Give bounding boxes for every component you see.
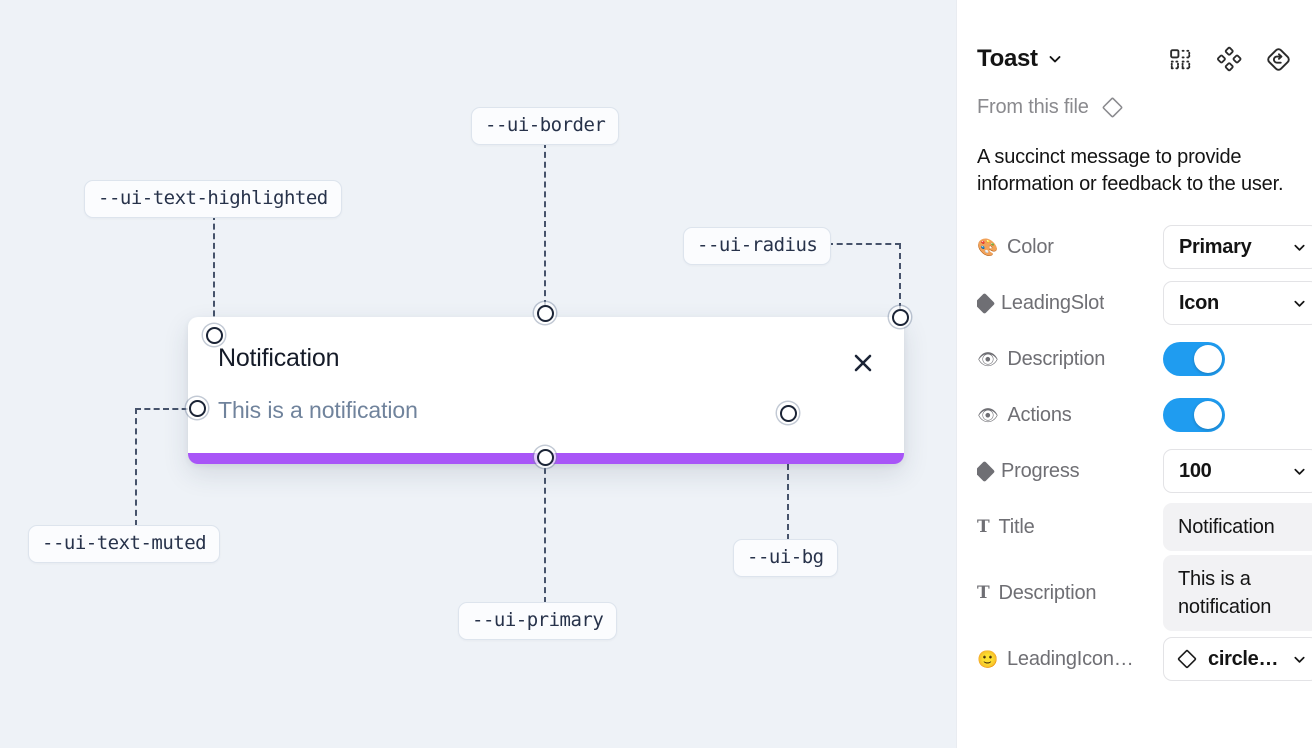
properties-panel: Toast bbox=[956, 0, 1312, 748]
leadingslot-select[interactable]: Icon bbox=[1163, 281, 1312, 326]
property-name: Actions bbox=[1007, 403, 1072, 426]
reset-rotate-icon[interactable] bbox=[1265, 46, 1292, 73]
toast-description: This is a notification bbox=[218, 397, 418, 423]
property-list: 🎨 Color Primary Le bbox=[977, 219, 1312, 687]
close-x-icon[interactable] bbox=[850, 350, 876, 376]
property-row-progress: Progress 100 bbox=[977, 443, 1312, 499]
smiley-emoji-icon: 🙂 bbox=[977, 649, 998, 669]
leadingslot-select-value: Icon bbox=[1179, 291, 1219, 314]
diamond-outline-icon bbox=[1100, 95, 1125, 120]
token-label-radius[interactable]: --ui-radius bbox=[683, 227, 832, 265]
anchor-text-highlighted[interactable] bbox=[203, 324, 225, 346]
property-row-description-toggle: 👁 Description bbox=[977, 331, 1292, 387]
color-select[interactable]: Primary bbox=[1163, 225, 1312, 270]
leadingicon-select-value: circle… bbox=[1208, 647, 1279, 670]
palette-emoji-icon: 🎨 bbox=[977, 237, 998, 257]
design-canvas[interactable]: Notification This is a notification --ui… bbox=[0, 0, 956, 748]
from-this-file-label: From this file bbox=[977, 95, 1089, 118]
chevron-down-icon bbox=[1292, 464, 1307, 479]
toast-preview-card[interactable]: Notification This is a notification bbox=[188, 317, 904, 464]
property-name: Description bbox=[1007, 347, 1106, 370]
property-row-leadingicon: 🙂 LeadingIcon… circle… bbox=[977, 631, 1312, 687]
anchor-bg[interactable] bbox=[777, 402, 799, 424]
from-this-file-row[interactable]: From this file bbox=[977, 92, 1292, 122]
property-row-color: 🎨 Color Primary bbox=[977, 219, 1312, 275]
chevron-down-icon bbox=[1292, 240, 1307, 255]
property-label-actions: 👁 Actions bbox=[977, 404, 1163, 427]
property-label-progress: Progress bbox=[977, 460, 1163, 483]
toast-title: Notification bbox=[218, 344, 340, 372]
anchor-primary[interactable] bbox=[534, 446, 556, 468]
property-row-actions-toggle: 👁 Actions bbox=[977, 387, 1292, 443]
actions-toggle[interactable] bbox=[1163, 398, 1225, 433]
progress-select-value: 100 bbox=[1179, 459, 1212, 482]
chevron-down-icon bbox=[1292, 652, 1307, 667]
component-grid-icon[interactable] bbox=[1168, 47, 1193, 72]
property-label-leadingicon: 🙂 LeadingIcon… bbox=[977, 648, 1163, 671]
chevron-down-icon[interactable] bbox=[1047, 51, 1063, 67]
leadingicon-select[interactable]: circle… bbox=[1163, 637, 1312, 682]
property-row-title: T Title Notification bbox=[977, 499, 1312, 555]
diamond-outline-icon bbox=[1175, 647, 1199, 671]
token-label-text-muted[interactable]: --ui-text-muted bbox=[28, 525, 221, 563]
connector-radius-vertical bbox=[899, 243, 901, 309]
property-row-leadingslot: LeadingSlot Icon bbox=[977, 275, 1312, 331]
color-select-value: Primary bbox=[1179, 235, 1252, 258]
connector-text-muted-vertical bbox=[135, 408, 137, 526]
chevron-down-icon bbox=[1292, 296, 1307, 311]
connector-border bbox=[544, 142, 546, 306]
property-name: Description bbox=[998, 581, 1097, 604]
panel-header-actions bbox=[1168, 46, 1292, 73]
diamond-filled-icon bbox=[977, 460, 996, 482]
progress-select[interactable]: 100 bbox=[1163, 449, 1312, 494]
component-description: A succinct message to provide informatio… bbox=[977, 146, 1284, 195]
property-row-description-text: T Description This is a notification bbox=[977, 555, 1312, 632]
property-label-description-text: T Description bbox=[977, 582, 1163, 605]
title-input[interactable]: Notification bbox=[1163, 503, 1312, 552]
connector-text-highlighted bbox=[213, 214, 215, 326]
toggle-knob bbox=[1194, 345, 1222, 374]
token-label-text-highlighted[interactable]: --ui-text-highlighted bbox=[84, 180, 342, 218]
anchor-border[interactable] bbox=[534, 302, 556, 324]
eye-emoji-icon: 👁 bbox=[977, 405, 999, 425]
property-label-title: T Title bbox=[977, 516, 1163, 539]
eye-emoji-icon: 👁 bbox=[977, 349, 999, 369]
connector-primary bbox=[544, 458, 546, 603]
diamond-cluster-icon[interactable] bbox=[1216, 46, 1242, 72]
token-label-border[interactable]: --ui-border bbox=[471, 107, 620, 145]
toggle-knob bbox=[1194, 401, 1222, 430]
text-type-icon: T bbox=[977, 582, 990, 603]
property-label-description: 👁 Description bbox=[977, 348, 1163, 371]
description-toggle[interactable] bbox=[1163, 342, 1225, 377]
text-type-icon: T bbox=[977, 516, 990, 537]
anchor-text-muted[interactable] bbox=[186, 397, 208, 419]
connector-radius-horizontal bbox=[827, 243, 901, 245]
property-name: Color bbox=[1006, 235, 1054, 258]
property-name: Progress bbox=[1001, 459, 1080, 482]
property-name: Title bbox=[998, 515, 1035, 538]
panel-title: Toast bbox=[977, 45, 1038, 72]
property-name: LeadingIcon… bbox=[1006, 647, 1134, 670]
connector-bg bbox=[787, 414, 789, 540]
property-label-leadingslot: LeadingSlot bbox=[977, 292, 1163, 315]
diamond-filled-icon bbox=[977, 292, 996, 314]
panel-header: Toast bbox=[977, 28, 1292, 90]
connector-text-muted-horizontal bbox=[135, 408, 197, 410]
anchor-radius[interactable] bbox=[889, 306, 911, 328]
property-label-color: 🎨 Color bbox=[977, 236, 1163, 259]
token-label-bg[interactable]: --ui-bg bbox=[733, 539, 838, 577]
property-name: LeadingSlot bbox=[1001, 291, 1105, 314]
token-label-primary[interactable]: --ui-primary bbox=[458, 602, 618, 640]
description-input[interactable]: This is a notification bbox=[1163, 555, 1312, 632]
